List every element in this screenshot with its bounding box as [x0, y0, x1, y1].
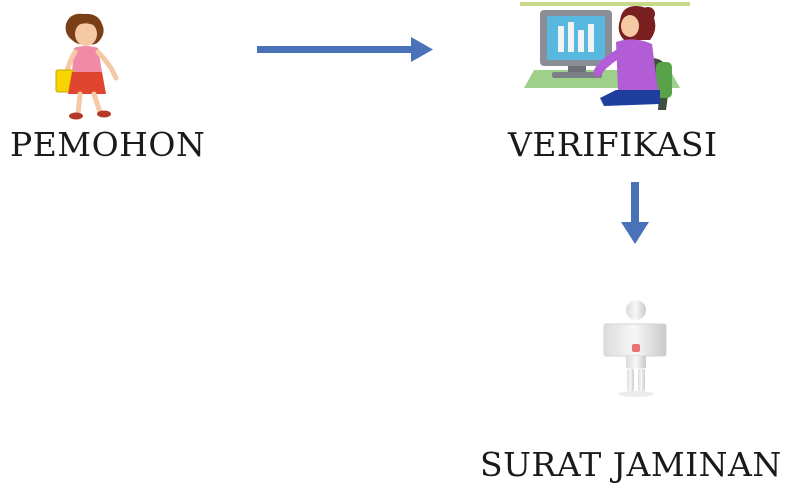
arrow-right	[257, 37, 433, 62]
node-label-verification: VERIFIKASI	[508, 125, 718, 164]
woman-at-computer-icon	[520, 2, 690, 110]
walking-woman-icon	[55, 13, 119, 120]
node-label-guarantee-letter: SURAT JAMINAN	[480, 445, 782, 484]
figure-holding-blank-sign-icon	[603, 300, 667, 397]
node-label-applicant: PEMOHON	[10, 125, 206, 164]
arrow-down	[621, 182, 649, 244]
